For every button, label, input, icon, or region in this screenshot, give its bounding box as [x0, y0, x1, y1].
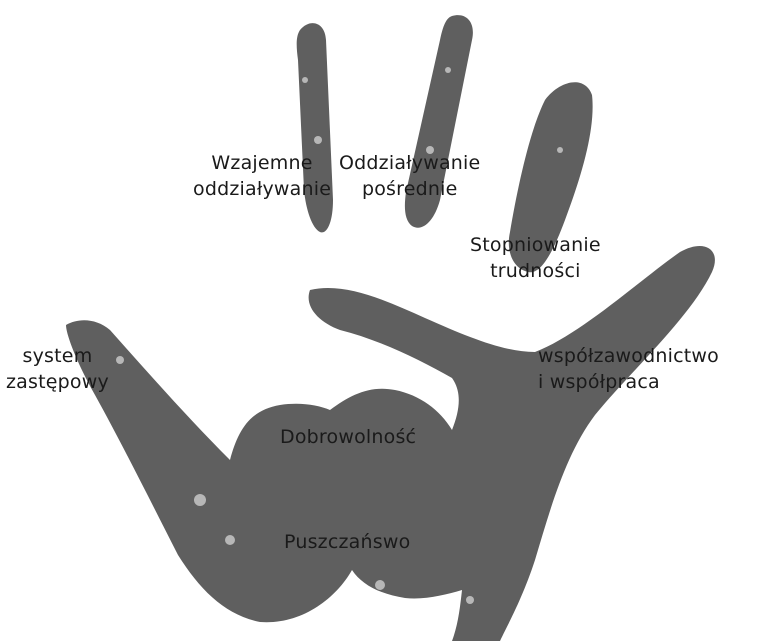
finger-ring — [404, 15, 473, 228]
label-mutual-interaction: Wzajemne oddziaływanie — [193, 150, 331, 202]
label-indirect-interaction-line1: Oddziaływanie — [339, 152, 481, 174]
label-scouting-text: Puszczańswo — [284, 531, 411, 553]
label-voluntariness-text: Dobrowolność — [280, 426, 417, 448]
label-patrol-system-line1: system — [22, 345, 93, 367]
label-graded-difficulty-line2: trudności — [490, 260, 581, 282]
finger-middle — [508, 82, 593, 273]
handprint-texture — [116, 67, 563, 604]
label-patrol-system-line2: zastępowy — [6, 371, 109, 393]
label-graded-difficulty-line1: Stopniowanie — [470, 234, 601, 256]
label-mutual-interaction-line2: oddziaływanie — [193, 178, 332, 200]
label-scouting: Puszczańswo — [284, 529, 410, 555]
label-voluntariness: Dobrowolność — [280, 424, 416, 450]
label-patrol-system: system zastępowy — [6, 343, 109, 395]
label-mutual-interaction-line1: Wzajemne — [211, 152, 313, 174]
label-competition-cooperation: współzawodnictwo i współpraca — [538, 343, 719, 395]
label-competition-cooperation-line2: i współpraca — [538, 371, 660, 393]
label-indirect-interaction-line2: pośrednie — [361, 178, 458, 200]
label-competition-cooperation-line1: współzawodnictwo — [538, 345, 719, 367]
label-indirect-interaction: Oddziaływanie pośrednie — [339, 150, 480, 202]
finger-pinky — [296, 23, 333, 233]
label-graded-difficulty: Stopniowanie trudności — [470, 232, 601, 284]
